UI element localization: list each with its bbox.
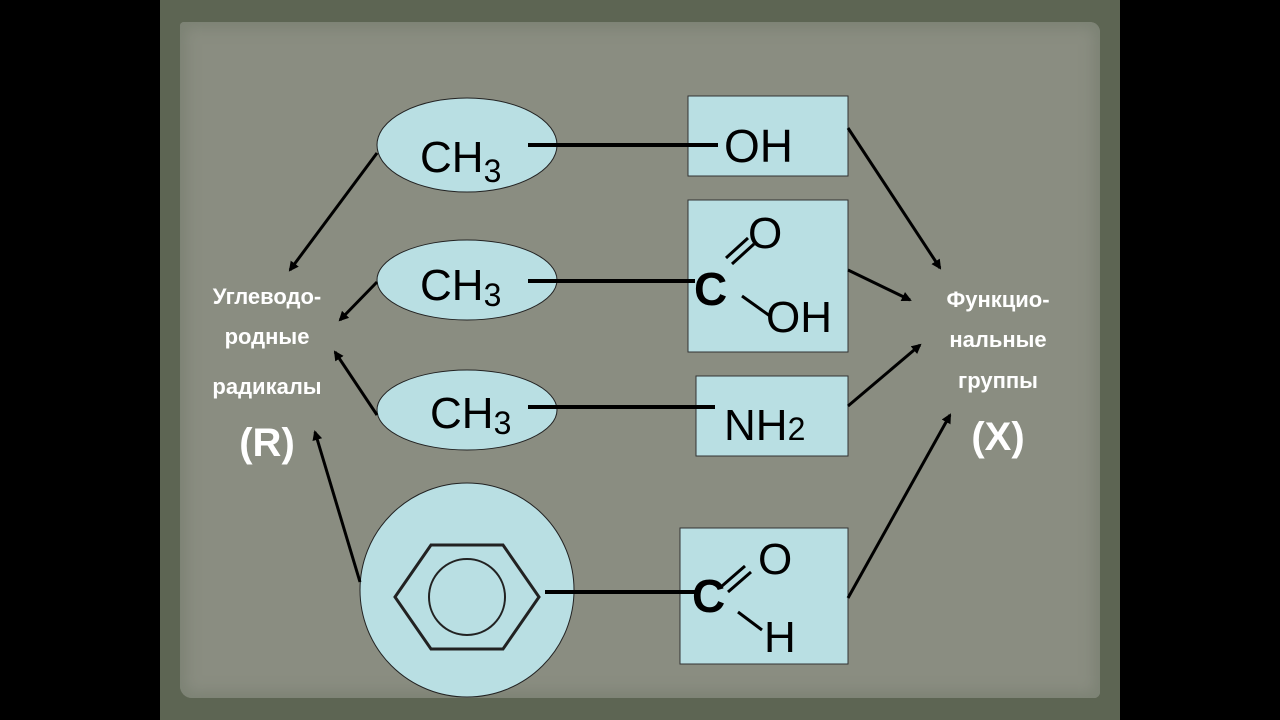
group-box-oh [687,95,849,177]
radical-2-text: CH3 [420,261,501,313]
group-cooh-c: C [694,263,727,315]
group-box-nh2 [695,375,849,457]
group-cho-h: H [764,613,796,662]
radical-ellipse-3 [376,369,558,451]
left-label-line3: радикалы [212,374,321,399]
benzene-ring-icon [393,543,541,651]
bonds [528,143,771,632]
right-label-symbol: (X) [971,415,1024,459]
group-cho-c: C [692,570,725,622]
group-nh2-text: NH2 [724,401,805,450]
left-label-line1: Углеводо- [213,284,322,309]
right-label-line1: Функцио- [946,287,1049,312]
paper-background [180,22,1100,698]
group-cho-o: O [758,535,792,584]
right-label-line3: группы [958,368,1038,393]
arrows [288,127,952,599]
group-box-cooh [687,199,849,353]
right-label-line2: нальные [949,327,1046,352]
slide [160,0,1120,720]
group-cooh-o: O [748,209,782,258]
radical-3-text: CH3 [430,389,511,441]
radical-1-text: CH3 [420,133,501,189]
group-cooh-oh: OH [766,293,832,342]
group-box-cho [679,527,849,665]
left-label-symbol: (R) [239,421,295,465]
left-label-line2: родные [225,324,310,349]
radical-circle-benzene [359,482,575,698]
group-oh-text: OH [724,120,793,172]
